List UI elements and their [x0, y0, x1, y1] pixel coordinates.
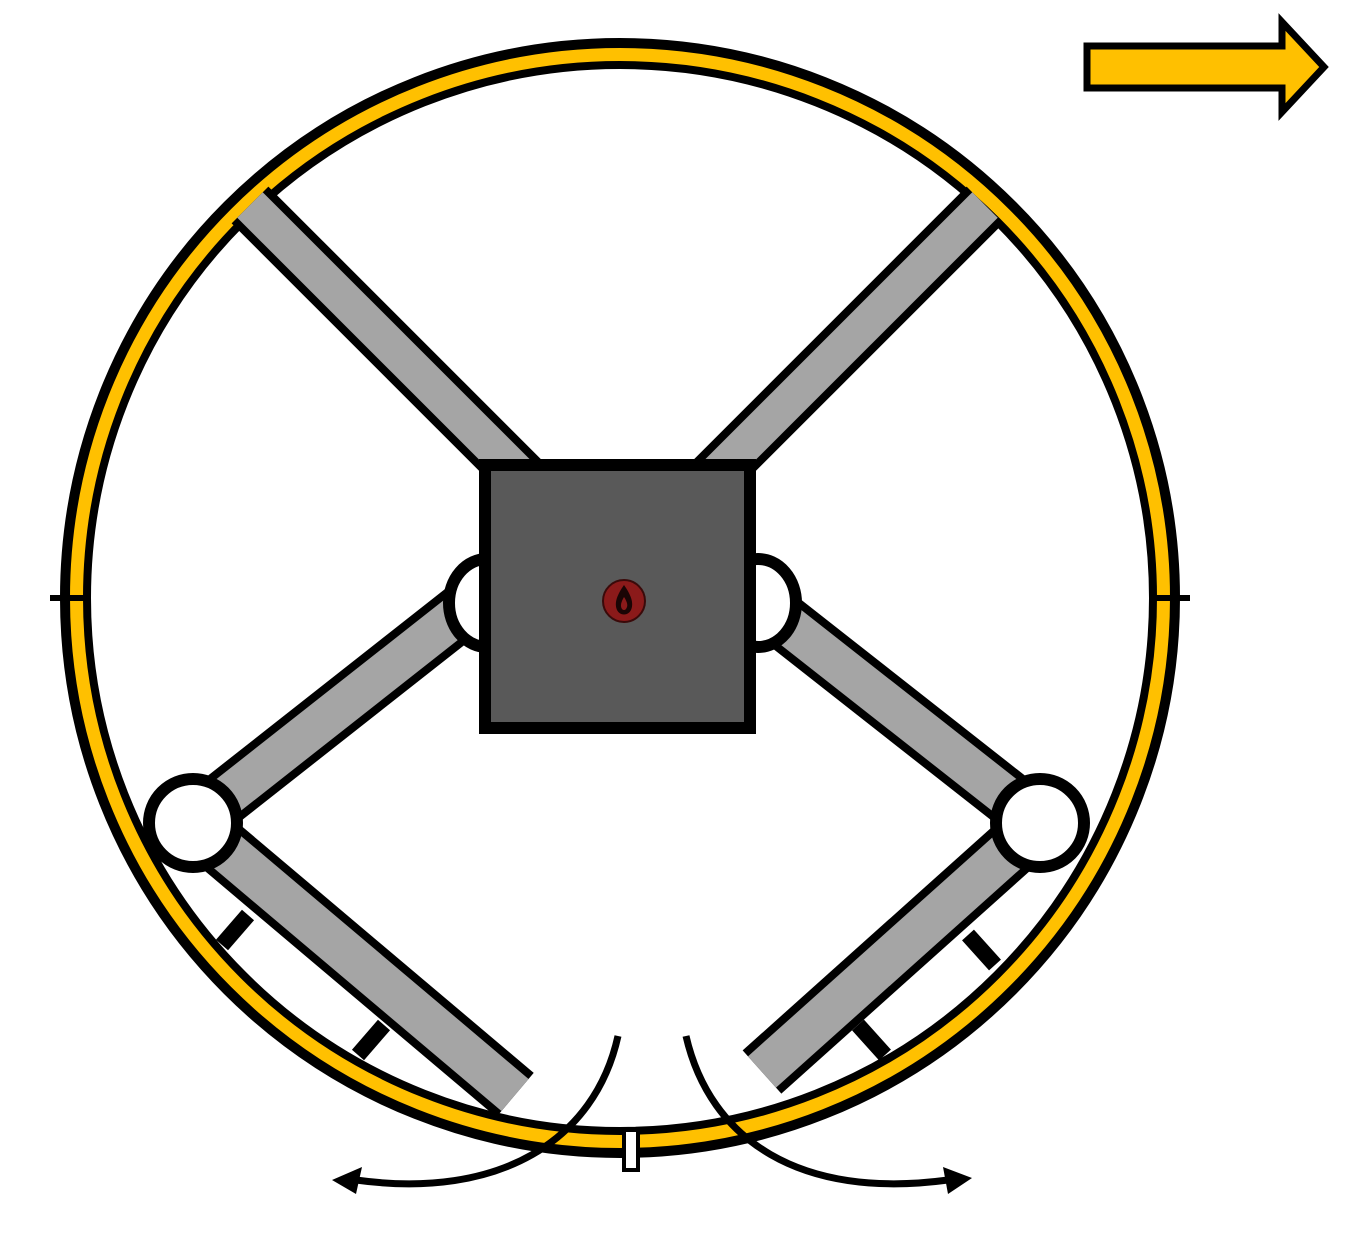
curved-arrow-left [355, 1035, 622, 1188]
upper-spokes [231, 186, 1004, 504]
arrowhead-right [943, 1167, 972, 1194]
arrowhead-left [332, 1167, 362, 1194]
curved-arrow-icon [332, 1035, 972, 1194]
lower-link-right [747, 807, 1055, 1088]
pad-left-2 [351, 1019, 391, 1061]
pad-right-2 [852, 1019, 891, 1061]
curved-arrow-right [682, 1035, 949, 1188]
upper-link-right [747, 587, 1053, 839]
rim-gap-bottom [622, 1128, 640, 1172]
rim-pads [215, 909, 1001, 1061]
upper-link-left [180, 589, 483, 839]
pad-right-1 [962, 929, 1001, 971]
pad-left-1 [215, 909, 255, 951]
fire-emblem-icon [602, 579, 646, 623]
lower-link-left [179, 806, 529, 1112]
knee-joint-left [143, 773, 243, 873]
right-arrow-icon [1083, 13, 1329, 121]
knee-joint-right [990, 773, 1090, 873]
